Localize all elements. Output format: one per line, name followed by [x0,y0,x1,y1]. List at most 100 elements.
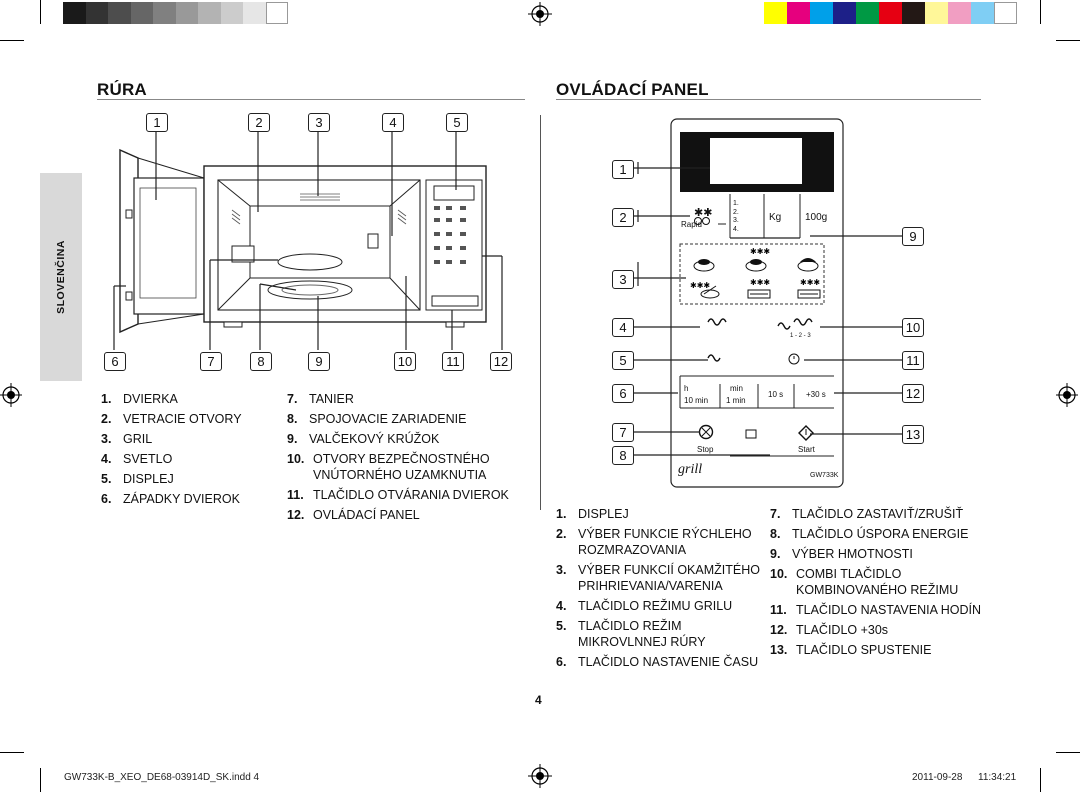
weight-g-label: 100g [805,212,828,223]
panel-callout-1: 1 [612,160,634,179]
panel-callout-11: 11 [902,351,924,370]
gray-swatch [108,2,131,24]
gray-swatch [153,2,176,24]
panel-callout-10: 10 [902,318,924,337]
page-number: 4 [535,693,542,707]
list-item: 2.VÝBER FUNKCIE RÝCHLEHO ROZMRAZOVANIA [556,527,752,557]
footer-file: GW733K-B_XEO_DE68-03914D_SK.indd 4 [64,772,260,783]
list-item: 1.DISPLEJ [556,507,629,521]
language-tab-label: SLOVENČINA [55,240,67,314]
color-swatch [764,2,787,24]
list-item: 11.TLAČIDLO NASTAVENIA HODÍN [770,603,981,617]
list-item: 6.TLAČIDLO NASTAVENIE ČASU [556,655,759,669]
gray-swatch [198,2,221,24]
callout-9: 9 [308,352,330,371]
gray-swatch [175,2,198,24]
registration-mark-icon [528,2,552,26]
callout-7: 7 [200,352,222,371]
color-swatch [925,2,948,24]
list-item: 6.ZÁPADKY DVIEROK [101,492,240,506]
gray-swatch [220,2,243,24]
control-panel-diagram: ✱✱ ✱✱✱ ✱✱✱ ✱✱✱ ✱✱✱ [670,118,844,488]
gray-swatch [130,2,153,24]
leader-lines [622,162,902,456]
callout-1: 1 [146,113,168,132]
svg-text:✱✱✱: ✱✱✱ [690,281,710,290]
divider [97,99,525,100]
oven-parts-list-1: 1.DVIERKA 2.VETRACIE OTVORY 3.GRIL 4.SVE… [101,391,271,511]
panel-callout-9: 9 [902,227,924,246]
time-10min-label: 10 min [684,396,709,405]
callout-8: 8 [250,352,272,371]
time-10s-label: 10 s [768,390,784,399]
model-label: GW733K [810,472,839,479]
panel-callout-4: 4 [612,318,634,337]
color-swatch [994,2,1017,24]
callout-3: 3 [308,113,330,132]
list-item: 5.DISPLEJ [101,472,174,486]
list-item: 13.TLAČIDLO SPUSTENIE [770,643,932,657]
gray-swatch [265,2,288,24]
panel-parts-list-2: 7.TLAČIDLO ZASTAVIŤ/ZRUŠIŤ 8.TLAČIDLO ÚS… [770,506,1000,662]
panel-callout-7: 7 [612,423,634,442]
list-item: 8.SPOJOVACIE ZARIADENIE [287,412,467,426]
color-swatch [902,2,925,24]
list-item: 12.OVLÁDACÍ PANEL [287,508,420,522]
footer-time: 11:34:21 [978,772,1017,783]
time-min-label: min [730,384,743,393]
color-swatch [787,2,810,24]
oven-parts-list-2: 7.TANIER 8.SPOJOVACIE ZARIADENIE 9.VALČE… [287,391,522,527]
svg-text:✱✱✱: ✱✱✱ [750,278,770,287]
plus30-label: +30 s [806,390,826,399]
color-swatch [856,2,879,24]
list-item: 7.TLAČIDLO ZASTAVIŤ/ZRUŠIŤ [770,507,964,521]
panel-callout-3: 3 [612,270,634,289]
color-swatch [971,2,994,24]
list-item: 9.VÝBER HMOTNOSTI [770,547,913,561]
list-item: 5.TLAČIDLO REŽIM MIKROVLNNEJ RÚRY [556,619,706,649]
start-label: Start [798,445,815,454]
svg-text:✱✱: ✱✱ [694,207,712,219]
panel-callout-8: 8 [612,446,634,465]
color-swatch [879,2,902,24]
list-item: 11.TLAČIDLO OTVÁRANIA DVIEROK [287,488,509,502]
language-tab: SLOVENČINA [40,173,82,381]
list-item: 2.VETRACIE OTVORY [101,412,242,426]
list-item: 7.TANIER [287,392,354,406]
callout-12: 12 [490,352,512,371]
panel-callout-2: 2 [612,208,634,227]
section-title-control-panel: OVLÁDACÍ PANEL [556,80,709,99]
color-swatch [810,2,833,24]
panel-callout-6: 6 [612,384,634,403]
registration-mark-icon [1056,383,1078,407]
combi-steps-label: 1 - 2 - 3 [790,333,811,339]
registration-mark-icon [528,764,552,788]
color-swatch [948,2,971,24]
list-item: 4.SVETLO [101,452,173,466]
divider [540,115,541,510]
callout-4: 4 [382,113,404,132]
callout-5: 5 [446,113,468,132]
list-item: 9.VALČEKOVÝ KRÚŽOK [287,432,440,446]
rapid-label: Rapid [681,220,702,229]
panel-callout-5: 5 [612,351,634,370]
gray-swatch [243,2,266,24]
oven-diagram [113,126,503,350]
weight-kg-label: Kg [769,212,782,223]
callout-11: 11 [442,352,464,371]
gray-swatch [63,2,86,24]
list-item: 10.COMBI TLAČIDLO KOMBINOVANÉHO REŽIMU [770,567,959,597]
list-item: 10.OTVORY BEZPEČNOSTNÉHO VNÚTORNÉHO UZAM… [287,452,490,482]
brand-logo: grill [678,462,703,477]
auto-list: 1.2. 3.4. [733,200,739,233]
list-item: 4.TLAČIDLO REŽIMU GRILU [556,599,733,613]
panel-callout-13: 13 [902,425,924,444]
time-1min-label: 1 min [726,396,746,405]
stop-label: Stop [697,445,714,454]
divider [556,99,981,100]
svg-text:✱✱✱: ✱✱✱ [750,247,770,256]
footer-date: 2011-09-28 [912,772,963,783]
svg-text:✱✱✱: ✱✱✱ [800,278,820,287]
section-title-oven: RÚRA [97,80,147,99]
list-item: 1.DVIERKA [101,392,178,406]
